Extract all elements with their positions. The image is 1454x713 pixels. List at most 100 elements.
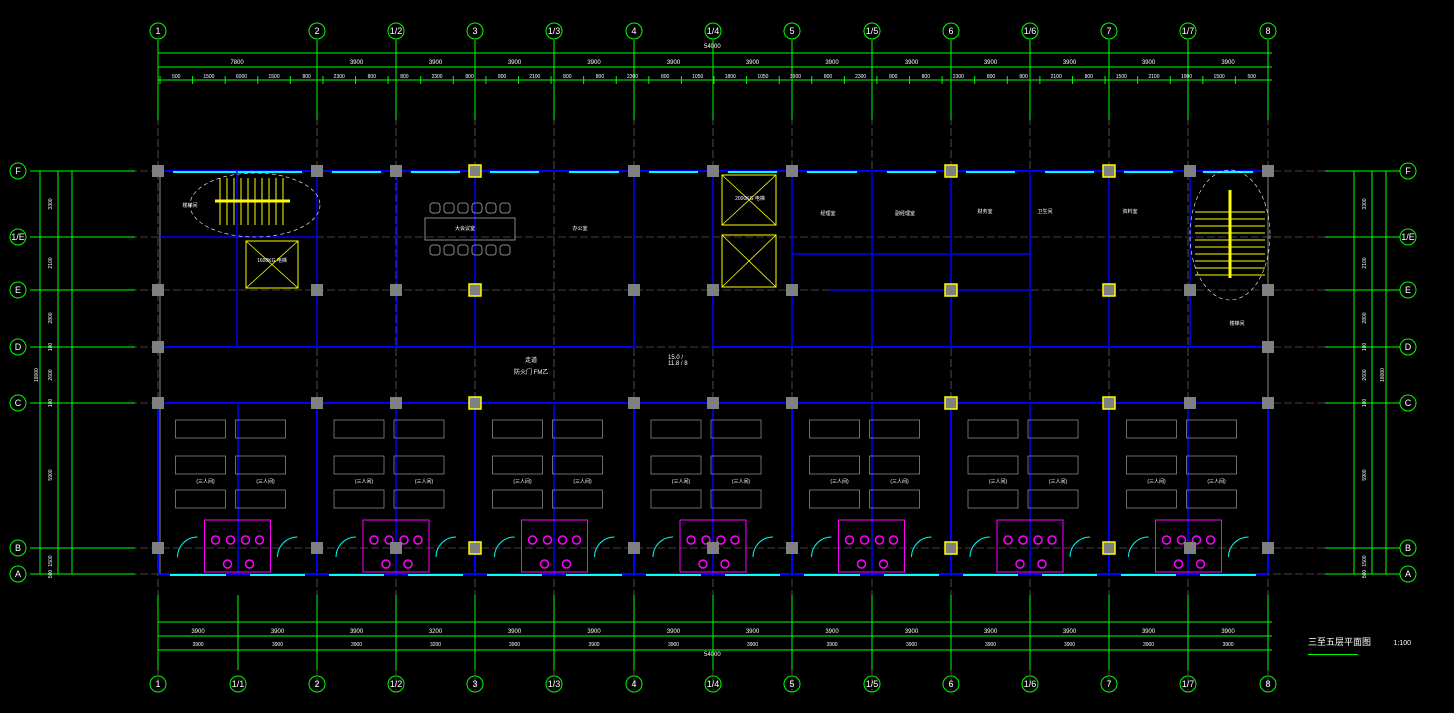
axis-top-bubble bbox=[942, 22, 960, 40]
elevator-shaft bbox=[245, 240, 299, 289]
bed bbox=[650, 455, 702, 475]
side-dimension-text: 1500 bbox=[1362, 555, 1368, 566]
bed bbox=[333, 419, 385, 439]
dimension-text: 3900 bbox=[508, 60, 522, 66]
dimension-text: 3900 bbox=[1143, 642, 1154, 648]
axis-left-label: A bbox=[15, 569, 21, 579]
chair bbox=[485, 202, 497, 214]
sink-fixture bbox=[539, 559, 550, 569]
structural-column bbox=[786, 397, 798, 409]
dimension-text: 3900 bbox=[351, 642, 362, 648]
dimension-text: 1500 bbox=[1116, 74, 1127, 80]
dimension-text: 800 bbox=[302, 74, 311, 80]
dimension-text: 800 bbox=[400, 74, 409, 80]
room-label: 经理室 bbox=[820, 210, 835, 217]
axis-bottom-bubble bbox=[625, 675, 643, 693]
structural-column bbox=[390, 284, 402, 296]
dimension-text: 3900 bbox=[1064, 642, 1075, 648]
side-dimension-text: 2800 bbox=[48, 312, 54, 323]
room-label: (三人间) bbox=[573, 478, 592, 485]
bed bbox=[552, 489, 603, 509]
structural-column bbox=[1102, 283, 1116, 297]
corridor-label: 走道 bbox=[525, 358, 538, 364]
axis-bottom-bubble bbox=[149, 675, 167, 693]
dimension-text: 1050 bbox=[757, 74, 768, 80]
structural-column bbox=[628, 542, 640, 554]
structural-column bbox=[311, 397, 323, 409]
bed bbox=[333, 455, 385, 475]
chair bbox=[499, 244, 511, 256]
axis-top-label: 1 bbox=[155, 26, 160, 36]
dimension-text: 6000 bbox=[236, 74, 247, 80]
side-dimension-text: 100 bbox=[1362, 399, 1368, 408]
dimension-text: 3900 bbox=[588, 642, 599, 648]
axis-top-bubble bbox=[863, 22, 881, 40]
toilet-fixture bbox=[1003, 535, 1013, 545]
dimension-text: 800 bbox=[465, 74, 474, 80]
dimension-text: 3900 bbox=[509, 642, 520, 648]
dimension-text: 2100 bbox=[1148, 74, 1159, 80]
sink-fixture bbox=[222, 559, 233, 569]
toilet-fixture bbox=[413, 535, 423, 545]
axis-bottom-label: 1/2 bbox=[390, 679, 403, 689]
stair-swing-outline bbox=[189, 172, 321, 238]
chair bbox=[471, 202, 483, 214]
side-dimension-text: 2600 bbox=[48, 369, 54, 380]
room-label: (三人间) bbox=[1207, 478, 1226, 485]
axis-right-label: B bbox=[1405, 543, 1411, 553]
axis-top-label: 1/6 bbox=[1024, 26, 1037, 36]
structural-column bbox=[628, 397, 640, 409]
dimension-text: 3900 bbox=[1063, 60, 1077, 66]
door-swing bbox=[277, 536, 298, 558]
axis-top-label: 1/2 bbox=[390, 26, 403, 36]
dimension-text: 3900 bbox=[747, 642, 758, 648]
dimension-text: 3900 bbox=[1142, 629, 1156, 635]
structural-column bbox=[468, 164, 482, 178]
axis-left-bubble bbox=[9, 162, 27, 180]
axis-bottom-bubble bbox=[1259, 675, 1277, 693]
bed bbox=[235, 419, 286, 439]
bed bbox=[393, 455, 445, 475]
structural-column bbox=[944, 164, 958, 178]
toilet-fixture bbox=[1018, 535, 1028, 545]
dimension-text: 800 bbox=[596, 74, 605, 80]
axis-right-bubble bbox=[1399, 394, 1417, 412]
toilet-fixture bbox=[716, 535, 726, 545]
side-dimension-text: 2100 bbox=[1362, 257, 1368, 268]
structural-column bbox=[628, 165, 640, 177]
dimension-text: 800 bbox=[498, 74, 507, 80]
sink-fixture bbox=[878, 559, 889, 569]
axis-bottom-label: 1/3 bbox=[548, 679, 561, 689]
axis-top-bubble bbox=[387, 22, 405, 40]
dimension-text: 3900 bbox=[1222, 642, 1233, 648]
toilet-fixture bbox=[557, 535, 568, 545]
door-swing bbox=[1228, 536, 1249, 558]
axis-top-bubble bbox=[1179, 22, 1197, 40]
structural-column bbox=[944, 396, 958, 410]
axis-bottom-label: 1/6 bbox=[1024, 679, 1037, 689]
dimension-text: 3900 bbox=[1221, 60, 1235, 66]
dimension-text: 1500 bbox=[1214, 74, 1225, 80]
door-swing bbox=[177, 536, 198, 558]
room-label: (三人间) bbox=[256, 478, 275, 485]
bed bbox=[967, 419, 1019, 439]
axis-left-label: B bbox=[15, 543, 21, 553]
sink-fixture bbox=[561, 559, 572, 569]
dimension-text: 1050 bbox=[692, 74, 703, 80]
fire-door-note: 防火门 FM乙 bbox=[514, 370, 549, 376]
dimension-text: 1500 bbox=[268, 74, 279, 80]
axis-bottom-bubble bbox=[1179, 675, 1197, 693]
structural-column bbox=[944, 283, 958, 297]
toilet-fixture bbox=[240, 535, 251, 545]
axis-top-label: 1/3 bbox=[548, 26, 561, 36]
room-label: 楼梯间 bbox=[1229, 320, 1244, 327]
room-label: (三人间) bbox=[415, 478, 434, 485]
axis-right-bubble bbox=[1399, 338, 1417, 356]
toilet-fixture bbox=[225, 535, 236, 545]
structural-column bbox=[390, 397, 402, 409]
side-total-text: 18000 bbox=[34, 368, 40, 382]
dimension-text: 3900 bbox=[905, 60, 919, 66]
door-swing bbox=[1069, 536, 1091, 558]
axis-left-bubble bbox=[9, 228, 27, 246]
axis-top-label: 4 bbox=[631, 26, 636, 36]
